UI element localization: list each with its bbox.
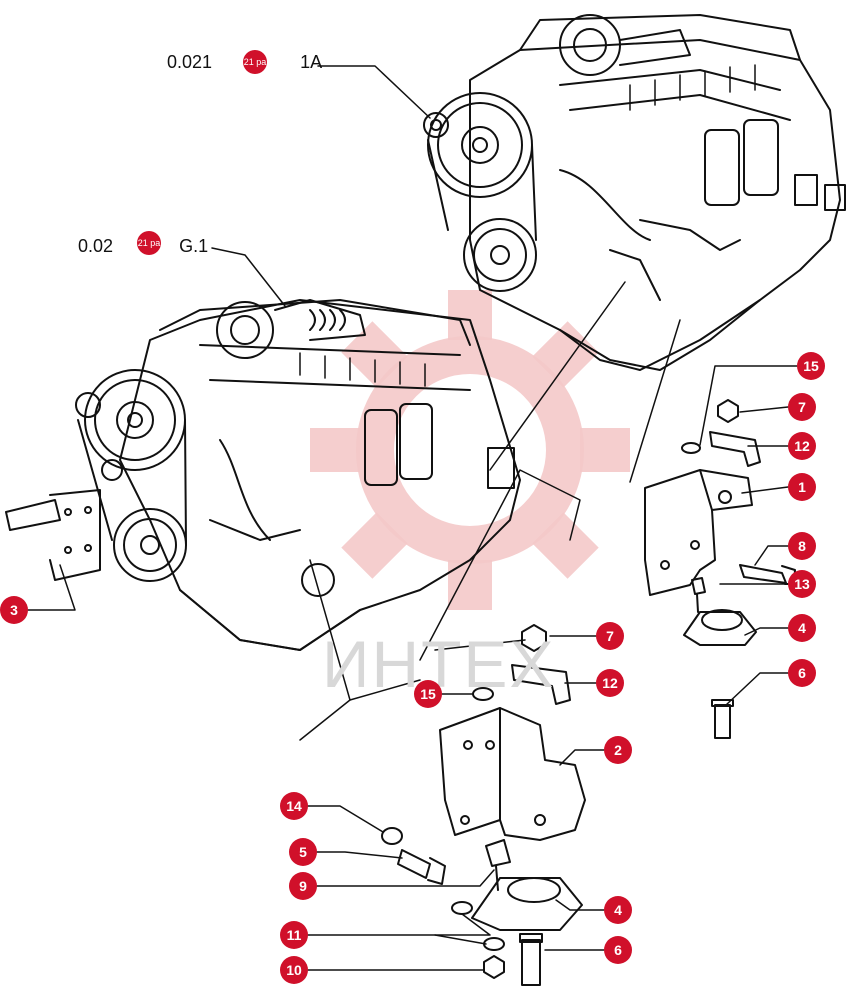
callout-6-lower[interactable]: 6: [604, 936, 632, 964]
callout-10[interactable]: 10: [280, 956, 308, 984]
left-front-bracket: [5, 489, 101, 581]
lower-mount-assembly: [381, 624, 586, 986]
callout-1[interactable]: 1: [788, 473, 816, 501]
upper-reference-link[interactable]: 21 pa: [243, 50, 267, 74]
upper-engine: [423, 14, 846, 371]
callout-13[interactable]: 13: [788, 570, 816, 598]
upper-reference-suffix: 1A: [300, 52, 323, 72]
right-mount-assembly: [644, 399, 796, 739]
upper-group-reference: 0.021 1A: [167, 52, 322, 73]
callout-3[interactable]: 3: [0, 596, 28, 624]
callout-11[interactable]: 11: [280, 921, 308, 949]
callout-8[interactable]: 8: [788, 532, 816, 560]
lower-engine: [75, 299, 521, 651]
callout-15-right[interactable]: 15: [797, 352, 825, 380]
callout-2[interactable]: 2: [604, 736, 632, 764]
lower-reference-suffix: G.1: [179, 236, 209, 256]
lower-group-reference: 0.02 G.1: [78, 236, 208, 257]
callout-12-right[interactable]: 12: [788, 432, 816, 460]
callout-5[interactable]: 5: [289, 838, 317, 866]
upper-reference-code: 0.021: [167, 52, 213, 72]
leader-lines: [27, 65, 798, 971]
lower-reference-link[interactable]: 21 pa: [137, 231, 161, 255]
callout-15-lower[interactable]: 15: [414, 680, 442, 708]
callout-9[interactable]: 9: [289, 872, 317, 900]
callout-7-right[interactable]: 7: [788, 393, 816, 421]
callout-7-lower[interactable]: 7: [596, 622, 624, 650]
callout-12-lower[interactable]: 12: [596, 669, 624, 697]
callout-6-right[interactable]: 6: [788, 659, 816, 687]
lower-reference-code: 0.02: [78, 236, 114, 256]
callout-4-right[interactable]: 4: [788, 614, 816, 642]
callout-14[interactable]: 14: [280, 792, 308, 820]
callout-4-lower[interactable]: 4: [604, 896, 632, 924]
